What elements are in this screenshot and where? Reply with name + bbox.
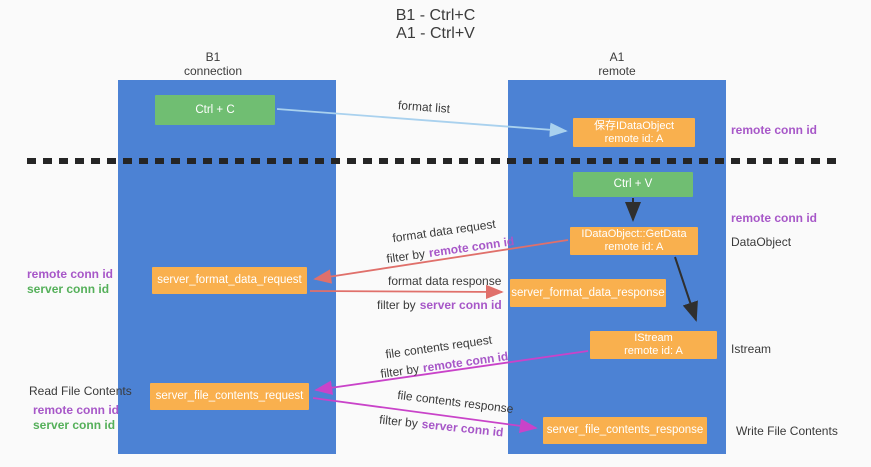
filter-by-text: filter by: [377, 298, 416, 312]
saved-idataobject-line2: remote id: A: [604, 132, 664, 145]
server-file-contents-response-box: server_file_contents_response: [543, 417, 707, 444]
server-conn-id-annotation-bottom-left: server conn id: [33, 418, 116, 432]
title-line-2: A1 - Ctrl+V: [396, 25, 475, 42]
remote-conn-id-annotation-bottom-left: remote conn id: [33, 403, 120, 417]
istream-line2: remote id: A: [624, 345, 683, 357]
dashed-separator-line: [27, 158, 838, 164]
filter-by-text: filter by: [385, 246, 426, 266]
istream-box: IStream remote id: A: [590, 331, 717, 359]
server-file-contents-request-box: server_file_contents_request: [150, 383, 309, 410]
left-column-name: B1: [205, 50, 221, 64]
server-format-data-request-label: server_format_data_request: [157, 274, 302, 286]
write-file-contents-annotation: Write File Contents: [736, 424, 838, 438]
left-column-header: B1 connection: [153, 50, 273, 78]
format-data-response-label: format data response: [388, 274, 502, 288]
ctrl-c-box: Ctrl + C: [155, 95, 275, 125]
file-contents-response-label: file contents response: [396, 387, 515, 417]
ctrl-v-box: Ctrl + V: [573, 172, 693, 197]
ctrl-v-label: Ctrl + V: [613, 178, 653, 190]
idataobject-getdata-line2: remote id: A: [604, 241, 664, 253]
format-data-response-arrow: [309, 284, 504, 300]
filter-by-text: filter by: [379, 361, 420, 381]
saved-idataobject-box: 保存IDataObject remote id: A: [573, 118, 695, 147]
server-file-contents-request-label: server_file_contents_request: [155, 390, 304, 402]
server-file-contents-response-label: server_file_contents_response: [546, 424, 704, 436]
remote-conn-id-annotation-top: remote conn id: [731, 123, 818, 137]
idataobject-getdata-line1: IDataObject::GetData: [581, 228, 687, 240]
ctrl-c-label: Ctrl + C: [195, 103, 235, 116]
right-column-name: A1: [609, 50, 625, 64]
server-conn-id-annotation-left: server conn id: [27, 282, 110, 296]
remote-conn-id-annotation-mid: remote conn id: [731, 211, 818, 225]
dataobject-annotation: DataObject: [731, 235, 792, 249]
server-format-data-response-label: server_format_data_response: [511, 286, 665, 299]
server-conn-id-text: server conn id: [421, 416, 505, 440]
filter-by-text: filter by: [378, 412, 419, 431]
right-column-header: A1 remote: [557, 50, 677, 78]
format-list-label: format list: [397, 98, 451, 116]
remote-conn-id-annotation-left: remote conn id: [27, 267, 114, 281]
left-column-subtitle: connection: [183, 64, 243, 78]
idataobject-getdata-box: IDataObject::GetData remote id: A: [570, 227, 698, 255]
istream-annotation: Istream: [731, 342, 772, 356]
saved-idataobject-line1: 保存IDataObject: [593, 119, 675, 132]
server-conn-id-text: server conn id: [419, 298, 502, 312]
istream-line1: IStream: [634, 332, 673, 344]
diagram-title: B1 - Ctrl+C A1 - Ctrl+V: [0, 7, 871, 43]
read-file-contents-annotation: Read File Contents: [29, 384, 132, 398]
title-line-1: B1 - Ctrl+C: [395, 7, 476, 24]
server-format-data-request-box: server_format_data_request: [152, 267, 307, 294]
right-column-subtitle: remote: [598, 64, 636, 78]
server-format-data-response-box: server_format_data_response: [510, 279, 666, 307]
